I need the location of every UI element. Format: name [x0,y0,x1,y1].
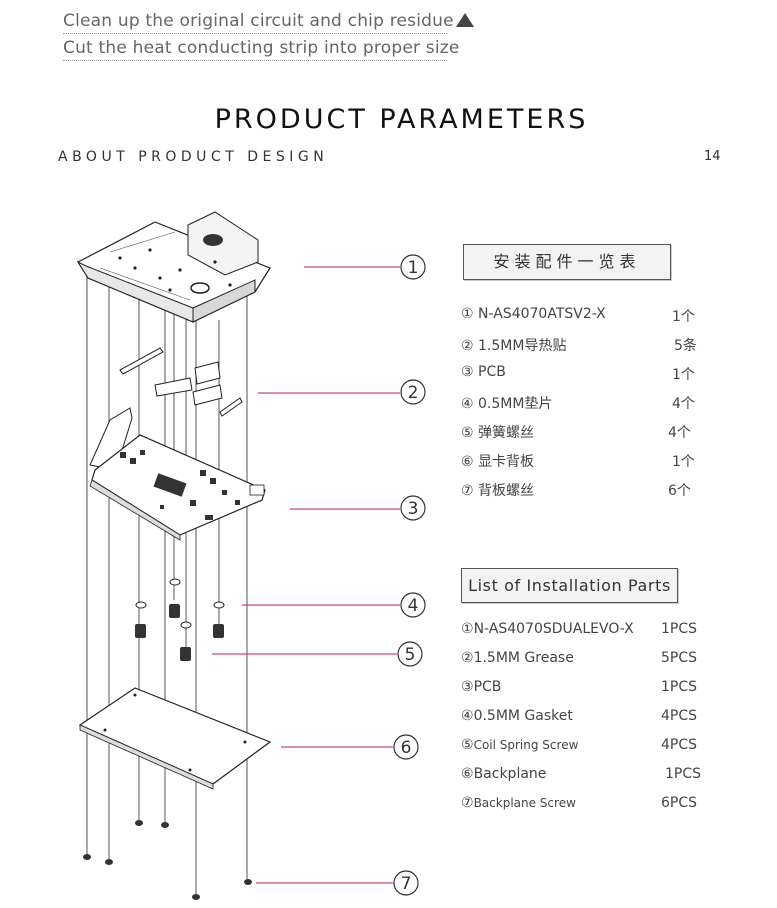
pcb-part [89,407,266,541]
list-item: ① N-AS4070ATSV2-X 1个 [461,306,701,326]
list-item: ⑦ 背板螺丝 6个 [461,480,701,500]
part-quantity: 1个 [672,367,695,383]
part-quantity: 1PCS [665,766,702,782]
list-item: ①N-AS4070SDUALEVO-X 1PCS [461,621,701,641]
page-subtitle: ABOUT PRODUCT DESIGN [58,149,329,165]
list-item: ⑥Backplane 1PCS [461,766,701,786]
part-name-text: 弹簧螺丝 [478,425,535,441]
part-quantity: 4个 [668,425,691,441]
part-name: ⑤Coil Spring Screw [461,737,578,753]
part-name-text: Backplane Screw [473,796,576,810]
part-name: ② 1.5MM导热贴 [461,335,566,355]
list-item: ④0.5MM Gasket 4PCS [461,708,701,728]
part-number: ⑤ [461,425,474,441]
part-number: ② [461,338,474,354]
list-item: ⑤ 弹簧螺丝 4个 [461,422,701,442]
callout-number: 7 [401,874,412,894]
part-name: ④ 0.5MM垫片 [461,393,552,413]
leader-lines [212,266,400,884]
backplate-screws [83,820,252,900]
callout-number: 3 [408,499,419,519]
step-cut-strip: Cut the heat conducting strip into prope… [63,38,460,58]
callout-number: 6 [401,738,412,758]
part-name: ⑦Backplane Screw [461,795,576,811]
part-name: ②1.5MM Grease [461,650,574,666]
step-clean-residue-text: Clean up the original circuit and chip r… [63,11,454,31]
page-title: PRODUCT PARAMETERS [214,104,589,135]
part-number: ④ [461,708,474,724]
part-number: ② [461,650,474,666]
part-name: ⑥Backplane [461,766,546,782]
callout-numbers: 1 2 3 4 5 6 7 [401,258,419,894]
part-number: ③ [461,364,474,380]
list-item: ④ 0.5MM垫片 4个 [461,393,701,413]
backplate-part [78,687,272,790]
part-name-text: 显卡背板 [478,454,535,470]
part-name: ⑤ 弹簧螺丝 [461,422,534,442]
part-quantity: 1PCS [661,679,698,695]
triangle-up-icon [455,13,474,27]
dotted-divider [63,60,447,61]
waterblock-part [76,211,271,323]
list-item: ⑤Coil Spring Screw 4PCS [461,737,701,757]
list-item: ⑦Backplane Screw 6PCS [461,795,701,815]
part-name-text: N-AS4070ATSV2-X [478,306,606,322]
callout-number: 5 [405,645,416,665]
parts-list-cn-heading: 安装配件一览表 [463,244,671,280]
part-name-text: Backplane [473,766,547,782]
callout-number: 1 [408,258,419,278]
part-name: ③ PCB [461,364,506,380]
part-quantity: 4PCS [661,737,698,753]
part-quantity: 1PCS [661,621,698,637]
part-name-text: Coil Spring Screw [473,738,579,752]
assembly-guide-lines [86,275,248,895]
part-name: ①N-AS4070SDUALEVO-X [461,621,634,637]
part-quantity: 5条 [674,338,697,354]
part-number: ⑥ [461,766,474,782]
page-number: 14 [704,149,721,164]
part-quantity: 4PCS [661,708,698,724]
part-number: ⑥ [461,454,474,470]
part-name: ④0.5MM Gasket [461,708,573,724]
list-item: ② 1.5MM导热贴 5条 [461,335,701,355]
part-name-text: 0.5MM垫片 [478,396,553,412]
part-number: ④ [461,396,474,412]
part-name: ⑦ 背板螺丝 [461,480,534,500]
part-number: ⑦ [461,795,474,811]
part-name-text: PCB [478,364,506,380]
part-name-text: N-AS4070SDUALEVO-X [473,621,634,637]
part-name: ⑥ 显卡背板 [461,451,534,471]
part-quantity: 5PCS [661,650,698,666]
parts-list-en-heading: List of Installation Parts [461,568,678,603]
part-quantity: 1个 [672,309,695,325]
part-name-text: 1.5MM Grease [473,650,574,666]
callout-number: 4 [408,596,419,616]
part-quantity: 6PCS [661,795,698,811]
dotted-divider [63,33,447,34]
part-name-text: 背板螺丝 [478,483,535,499]
list-item: ②1.5MM Grease 5PCS [461,650,701,670]
callout-circles [393,254,426,896]
part-quantity: 4个 [672,396,695,412]
part-name-text: PCB [473,679,502,695]
part-quantity: 1个 [672,454,695,470]
part-number: ③ [461,679,474,695]
part-number: ① [461,306,474,322]
part-number: ⑤ [461,737,474,753]
part-number: ⑦ [461,483,474,499]
list-item: ③PCB 1PCS [461,679,701,699]
part-name-text: 1.5MM导热贴 [478,338,567,354]
list-item: ③ PCB 1个 [461,364,701,384]
part-name-text: 0.5MM Gasket [473,708,573,724]
step-clean-residue: Clean up the original circuit and chip r… [63,11,474,31]
callout-number: 2 [408,383,419,403]
thermal-pads-part [119,347,243,417]
gaskets-and-screws [135,578,225,661]
part-name: ① N-AS4070ATSV2-X [461,306,606,322]
list-item: ⑥ 显卡背板 1个 [461,451,701,471]
part-number: ① [461,621,474,637]
part-name: ③PCB [461,679,501,695]
part-quantity: 6个 [668,483,691,499]
